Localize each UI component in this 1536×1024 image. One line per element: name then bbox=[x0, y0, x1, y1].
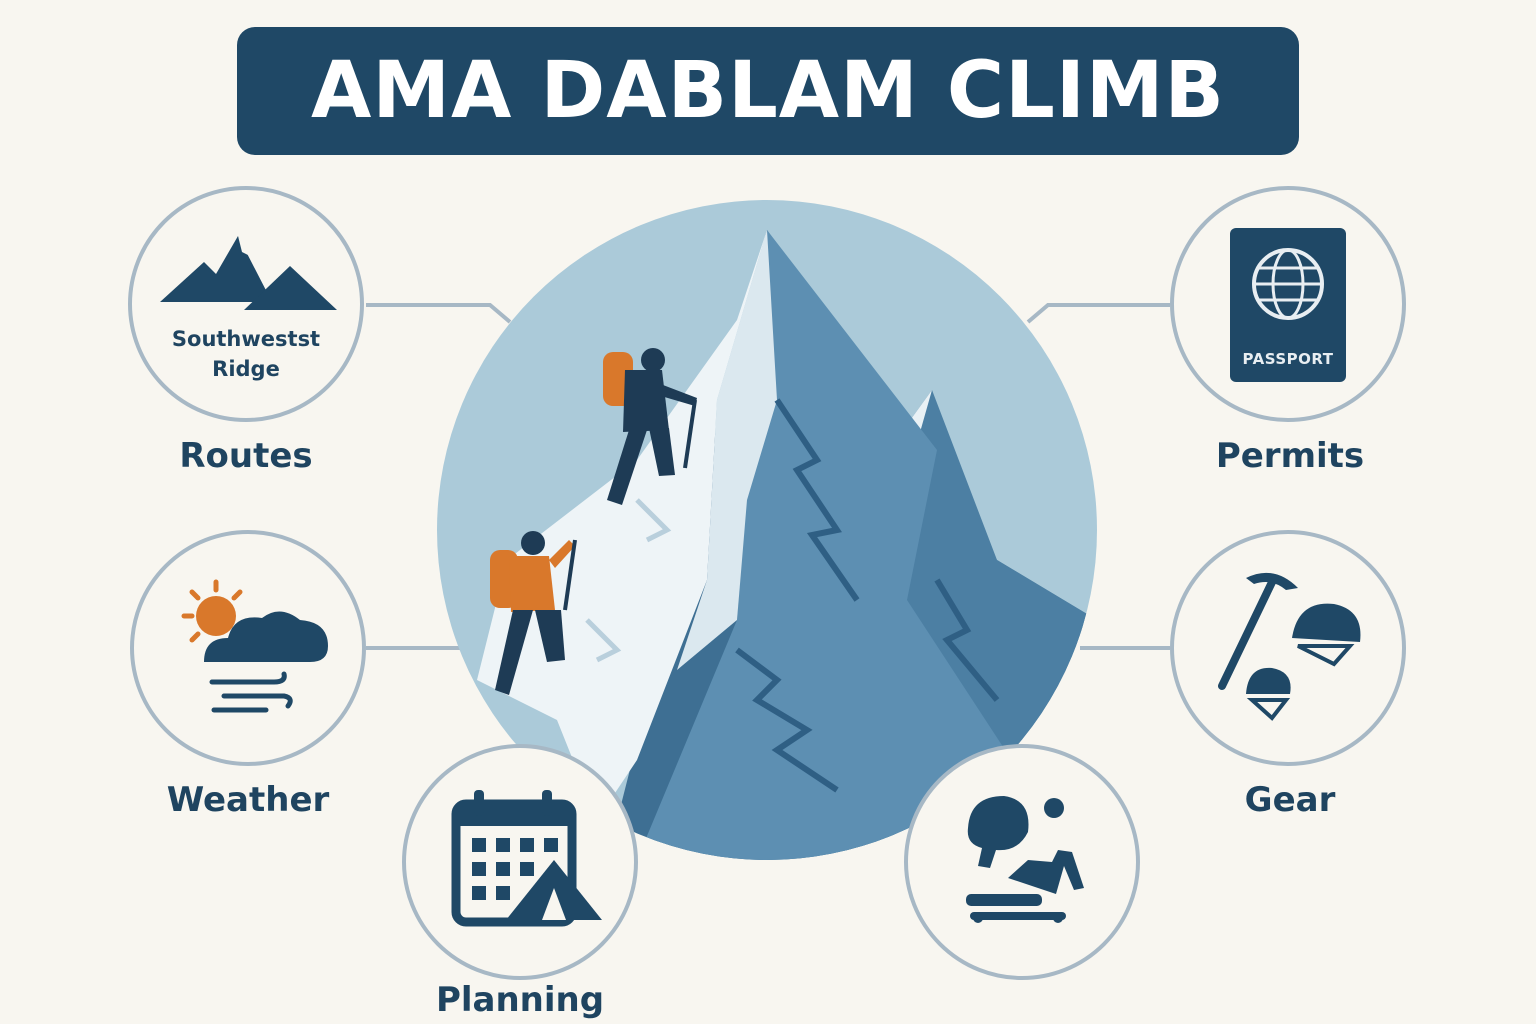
planning-label: Planning bbox=[435, 980, 605, 1020]
route-name-line1: Southwestst bbox=[171, 327, 321, 351]
page-title: AMA DABLAM CLIMB bbox=[311, 46, 1225, 136]
climber-upper-icon bbox=[603, 348, 697, 505]
calendar-tent-icon bbox=[451, 790, 602, 927]
passport-icon bbox=[1230, 228, 1346, 382]
climbers-team-icon bbox=[966, 796, 1084, 923]
permits-circle[interactable]: PASSPORT bbox=[1170, 186, 1406, 422]
route-name-line2: Ridge bbox=[212, 357, 280, 381]
team-circle[interactable] bbox=[904, 744, 1140, 980]
gear-label: Gear bbox=[1244, 780, 1336, 820]
routes-label: Routes bbox=[179, 436, 313, 476]
weather-label: Weather bbox=[166, 780, 330, 820]
passport-text: PASSPORT bbox=[1242, 350, 1334, 368]
mountain-range-icon bbox=[160, 236, 337, 310]
planning-circle[interactable] bbox=[402, 744, 638, 980]
sun-cloud-wind-icon bbox=[181, 579, 328, 713]
permits-label: Permits bbox=[1215, 436, 1365, 476]
title-banner: AMA DABLAM CLIMB bbox=[237, 27, 1299, 155]
routes-circle[interactable]: Southwestst Ridge bbox=[128, 186, 364, 422]
weather-circle[interactable] bbox=[130, 530, 366, 766]
ice-axe-helmet-icon bbox=[1218, 572, 1361, 721]
gear-circle[interactable] bbox=[1170, 530, 1406, 766]
climber-lower-icon bbox=[490, 531, 577, 695]
